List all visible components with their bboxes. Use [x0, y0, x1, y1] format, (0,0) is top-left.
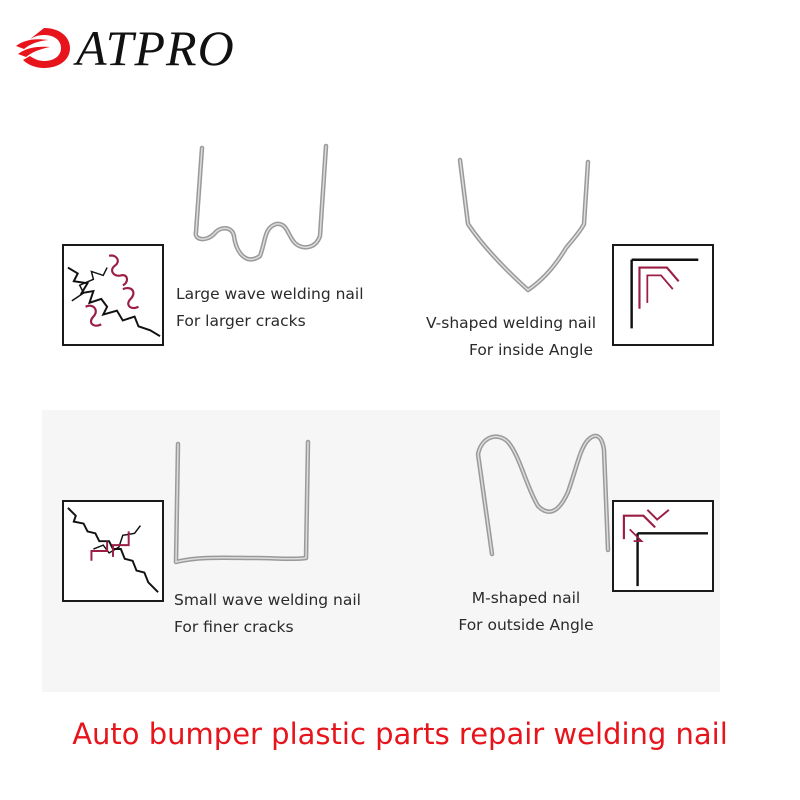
- v-shaped-nail-photo: [457, 157, 591, 293]
- product-use: For finer cracks: [174, 618, 294, 636]
- crack-with-small-nails-diagram-icon: [62, 500, 164, 602]
- product-use: For outside Angle: [458, 616, 594, 634]
- product-name: V-shaped welding nail: [425, 314, 596, 332]
- inside-angle-diagram-icon: [612, 244, 714, 346]
- m-shaped-nail-photo: [475, 433, 611, 557]
- product-use: For larger cracks: [176, 312, 306, 330]
- m-shaped-caption: M-shaped nail For outside Angle: [436, 585, 616, 639]
- v-shaped-caption: V-shaped welding nail For inside Angle: [400, 310, 622, 364]
- brand-logo: ATPRO: [14, 20, 274, 76]
- large-wave-caption: Large wave welding nail For larger crack…: [176, 281, 364, 335]
- product-use: For inside Angle: [468, 341, 594, 359]
- product-name: M-shaped nail: [471, 589, 581, 607]
- large-wave-nail-photo: [193, 143, 329, 262]
- outside-angle-diagram-icon: [612, 500, 714, 592]
- crack-with-wave-nails-diagram-icon: [62, 244, 164, 346]
- product-name: Small wave welding nail: [174, 591, 361, 609]
- page-title: Auto bumper plastic parts repair welding…: [72, 717, 728, 751]
- product-name: Large wave welding nail: [176, 285, 364, 303]
- brand-name: ATPRO: [76, 20, 235, 76]
- swoosh-d-logo-icon: [16, 28, 70, 68]
- small-wave-nail-photo: [173, 439, 311, 565]
- small-wave-caption: Small wave welding nail For finer cracks: [174, 587, 361, 641]
